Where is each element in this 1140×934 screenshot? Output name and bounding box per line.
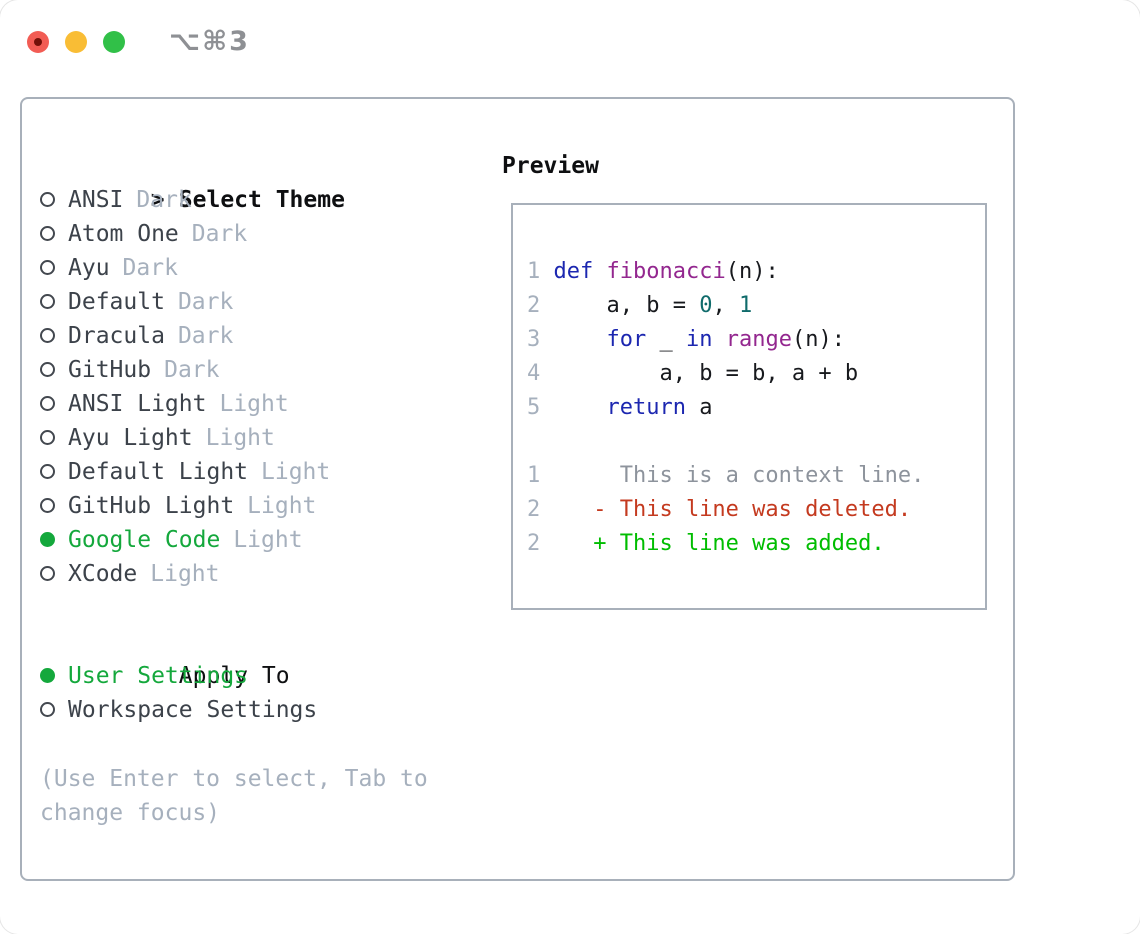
code-line: 2 a, b = 0, 1 (527, 293, 753, 318)
theme-variant-badge: Dark (191, 221, 248, 247)
preview-title: Preview (502, 153, 599, 179)
theme-variant-badge: Dark (136, 187, 192, 213)
theme-item-ansi[interactable]: ANSI Dark (40, 183, 460, 217)
diff-line-context: 1 This is a context line. (527, 463, 925, 488)
minimize-button[interactable] (65, 30, 87, 53)
help-text: (Use Enter to select, Tab to change focu… (40, 766, 428, 826)
apply-option-label: Workspace Settings (68, 697, 318, 723)
window-title: ⌥⌘3 (169, 26, 250, 57)
theme-item-github-light[interactable]: GitHub Light Light (40, 489, 460, 523)
theme-name: GitHub Light (68, 493, 235, 519)
theme-name: Google Code (68, 527, 221, 553)
theme-name: ANSI (68, 187, 124, 213)
theme-item-default-light[interactable]: Default Light Light (40, 455, 460, 489)
code-line: 4 a, b = b, a + b (527, 361, 859, 386)
theme-item-default[interactable]: Default Dark (40, 285, 460, 319)
radio-icon (40, 489, 68, 523)
radio-icon (40, 183, 68, 217)
theme-item-ansi-light[interactable]: ANSI Light Light (40, 387, 460, 421)
code-line: 1 def fibonacci(n): (527, 259, 779, 284)
apply-option-label: User Settings (68, 663, 249, 689)
theme-name: GitHub (68, 357, 152, 383)
radio-icon (40, 251, 68, 285)
apply-option-user-settings[interactable]: User Settings (40, 659, 460, 693)
cursor-marker: > (150, 187, 165, 213)
zoom-button[interactable] (103, 30, 125, 53)
section-gap (40, 591, 460, 625)
radio-icon (40, 693, 68, 727)
radio-icon (40, 353, 68, 387)
preview-box: 1 def fibonacci(n): 2 a, b = 0, 1 3 for _ … (511, 203, 987, 610)
theme-variant-badge: Light (247, 493, 317, 519)
radio-icon (40, 217, 68, 251)
theme-variant-badge: Light (261, 459, 331, 485)
theme-name: XCode (68, 561, 138, 587)
theme-name: Ayu (68, 255, 110, 281)
theme-name: Default (68, 289, 165, 315)
theme-item-dracula[interactable]: Dracula Dark (40, 319, 460, 353)
theme-name: ANSI Light (68, 391, 207, 417)
theme-variant-badge: Light (219, 391, 289, 417)
theme-variant-badge: Light (150, 561, 220, 587)
theme-variant-badge: Light (233, 527, 303, 553)
theme-item-ayu-light[interactable]: Ayu Light Light (40, 421, 460, 455)
radio-icon (40, 285, 68, 319)
theme-variant-badge: Dark (122, 255, 178, 281)
theme-item-google-code[interactable]: Google Code Light (40, 523, 460, 557)
diff-preview: 1 This is a context line. 2 - This line w… (527, 459, 985, 561)
radio-icon (40, 455, 68, 489)
theme-variant-badge: Light (205, 425, 275, 451)
select-theme-title: Select Theme (178, 187, 345, 213)
code-preview: 1 def fibonacci(n): 2 a, b = 0, 1 3 for _ … (527, 255, 985, 425)
radio-icon (40, 319, 68, 353)
theme-name: Default Light (68, 459, 249, 485)
radio-selected-icon (40, 659, 68, 693)
theme-item-ayu[interactable]: Ayu Dark (40, 251, 460, 285)
apply-to-header: Apply To (40, 625, 460, 689)
code-line: 5 return a (527, 395, 713, 420)
window-titlebar: ⌥⌘3 (27, 26, 250, 57)
theme-variant-badge: Dark (164, 357, 220, 383)
apply-option-workspace-settings[interactable]: Workspace Settings (40, 693, 460, 727)
radio-icon (40, 421, 68, 455)
blank-line (527, 425, 985, 459)
theme-name: Dracula (68, 323, 165, 349)
theme-name: Ayu Light (68, 425, 193, 451)
theme-name: Atom One (68, 221, 179, 247)
radio-icon (40, 387, 68, 421)
theme-variant-badge: Dark (177, 289, 234, 315)
radio-selected-icon (40, 523, 68, 557)
apply-to-title: Apply To (178, 663, 290, 689)
theme-item-atom-one[interactable]: Atom One Dark (40, 217, 460, 251)
select-theme-header: > Select Theme (40, 149, 460, 213)
theme-item-github[interactable]: GitHub Dark (40, 353, 460, 387)
theme-variant-badge: Dark (177, 323, 234, 349)
theme-item-xcode[interactable]: XCode Light (40, 557, 460, 591)
radio-icon (40, 557, 68, 591)
diff-line-deleted: 2 - This line was deleted. (527, 497, 912, 522)
diff-line-added: 2 + This line was added. (527, 531, 885, 556)
close-button[interactable] (27, 30, 49, 53)
unsaved-dot-icon (34, 37, 42, 46)
code-line: 3 for _ in range(n): (527, 327, 845, 352)
